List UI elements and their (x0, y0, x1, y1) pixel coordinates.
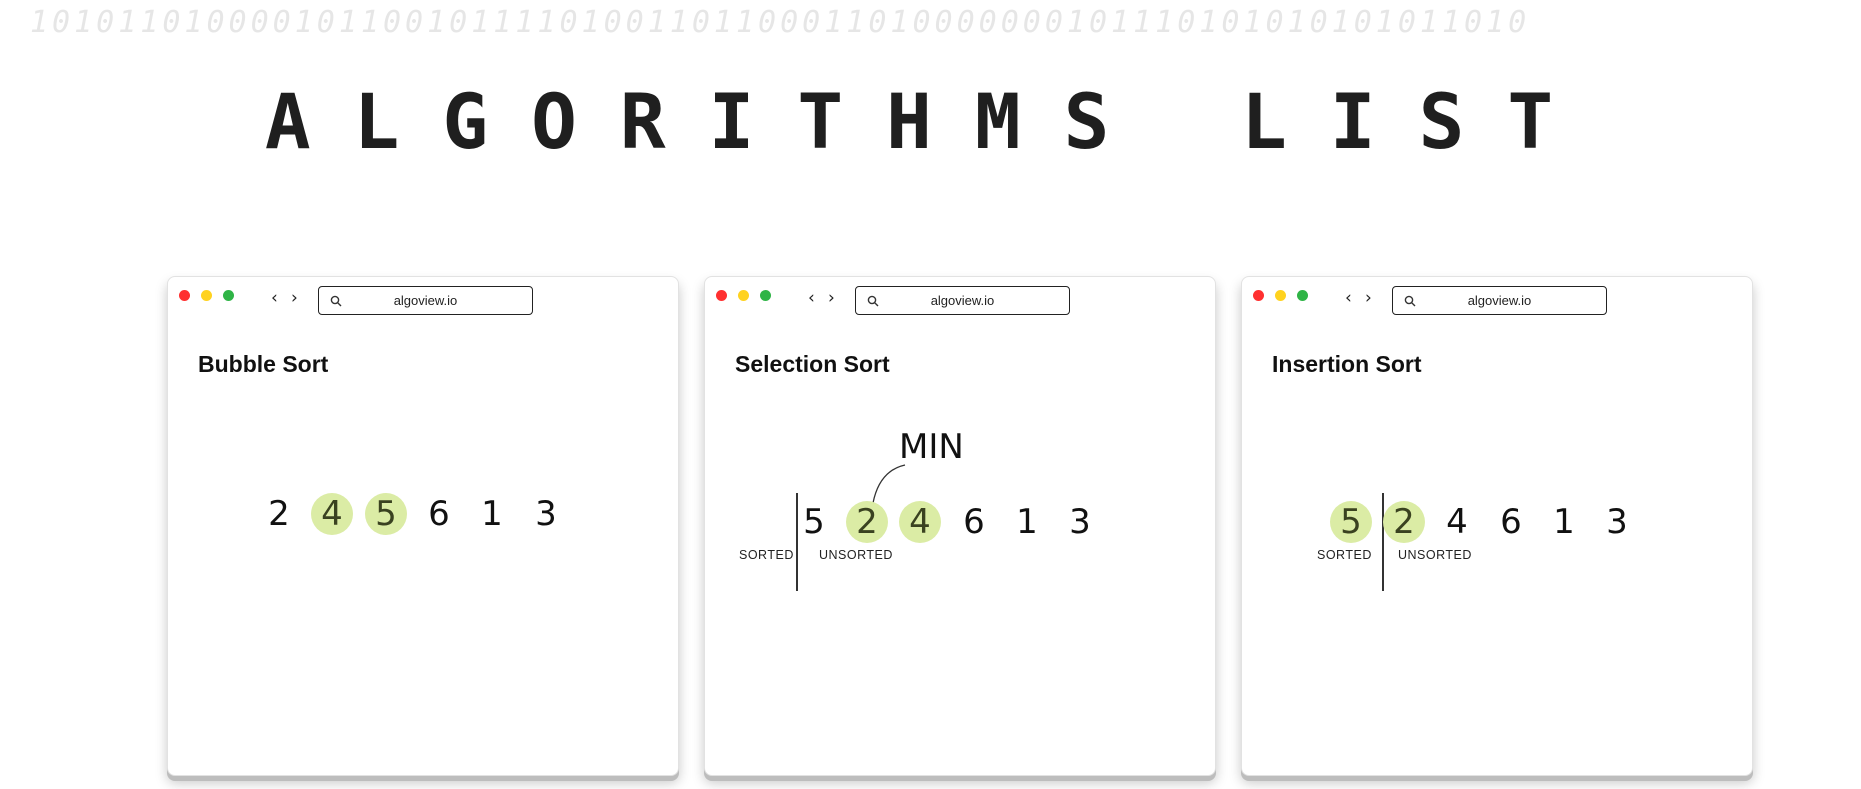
array-number: 1 (481, 494, 503, 534)
address-url: algoview.io (393, 293, 458, 308)
array-number: 1 (1016, 502, 1038, 542)
array-number: 6 (1500, 502, 1522, 542)
close-window-dot[interactable] (1253, 290, 1264, 301)
array-number: 4 (1446, 502, 1468, 542)
maximize-window-dot[interactable] (1297, 290, 1308, 301)
search-icon (1404, 295, 1416, 307)
unsorted-label: UNSORTED (1398, 548, 1472, 562)
array-number: 6 (428, 494, 450, 534)
array-number: 3 (1069, 502, 1091, 542)
min-pointer-line (872, 464, 906, 504)
maximize-window-dot[interactable] (223, 290, 234, 301)
minimize-window-dot[interactable] (201, 290, 212, 301)
forward-arrow-icon[interactable]: › (828, 288, 835, 308)
back-arrow-icon[interactable]: ‹ (808, 288, 815, 308)
back-arrow-icon[interactable]: ‹ (1345, 288, 1352, 308)
close-window-dot[interactable] (716, 290, 727, 301)
address-bar[interactable]: algoview.io (318, 286, 533, 315)
forward-arrow-icon[interactable]: › (291, 288, 298, 308)
array-number: 3 (1606, 502, 1628, 542)
array-number: 2 (1383, 501, 1425, 543)
minimize-window-dot[interactable] (738, 290, 749, 301)
array-number: 5 (1330, 501, 1372, 543)
forward-arrow-icon[interactable]: › (1365, 288, 1372, 308)
selection-sort-window: ‹ › algoview.io Selection Sort MIN SORTE… (704, 276, 1216, 776)
array-number: 4 (311, 493, 353, 535)
binary-decoration: 1010110100001011001011110100110110001101… (30, 8, 1531, 38)
array-number: 6 (963, 502, 985, 542)
search-icon (867, 295, 879, 307)
sorted-divider (1382, 493, 1384, 591)
close-window-dot[interactable] (179, 290, 190, 301)
array-number: 4 (899, 501, 941, 543)
sorted-label: SORTED (1317, 548, 1372, 562)
search-icon (330, 295, 342, 307)
min-label: MIN (899, 427, 964, 467)
algorithm-title: Insertion Sort (1272, 351, 1422, 377)
algorithm-title: Selection Sort (735, 351, 890, 377)
address-bar[interactable]: algoview.io (1392, 286, 1607, 315)
address-bar[interactable]: algoview.io (855, 286, 1070, 315)
array-number: 2 (846, 501, 888, 543)
array-number: 5 (803, 502, 825, 542)
array-number: 5 (365, 493, 407, 535)
bubble-sort-window: ‹ › algoview.io Bubble Sort 2 4 5 6 1 3 (167, 276, 679, 776)
minimize-window-dot[interactable] (1275, 290, 1286, 301)
array-number: 3 (535, 494, 557, 534)
array-number: 2 (268, 494, 290, 534)
array-number: 1 (1553, 502, 1575, 542)
back-arrow-icon[interactable]: ‹ (271, 288, 278, 308)
address-url: algoview.io (930, 293, 995, 308)
unsorted-label: UNSORTED (819, 548, 893, 562)
sorted-divider (796, 493, 798, 591)
maximize-window-dot[interactable] (760, 290, 771, 301)
address-url: algoview.io (1467, 293, 1532, 308)
sorted-label: SORTED (739, 548, 794, 562)
insertion-sort-window: ‹ › algoview.io Insertion Sort SORTED UN… (1241, 276, 1753, 776)
page-title: ALGORITHMS LIST (264, 77, 1597, 166)
algorithm-title: Bubble Sort (198, 351, 329, 377)
